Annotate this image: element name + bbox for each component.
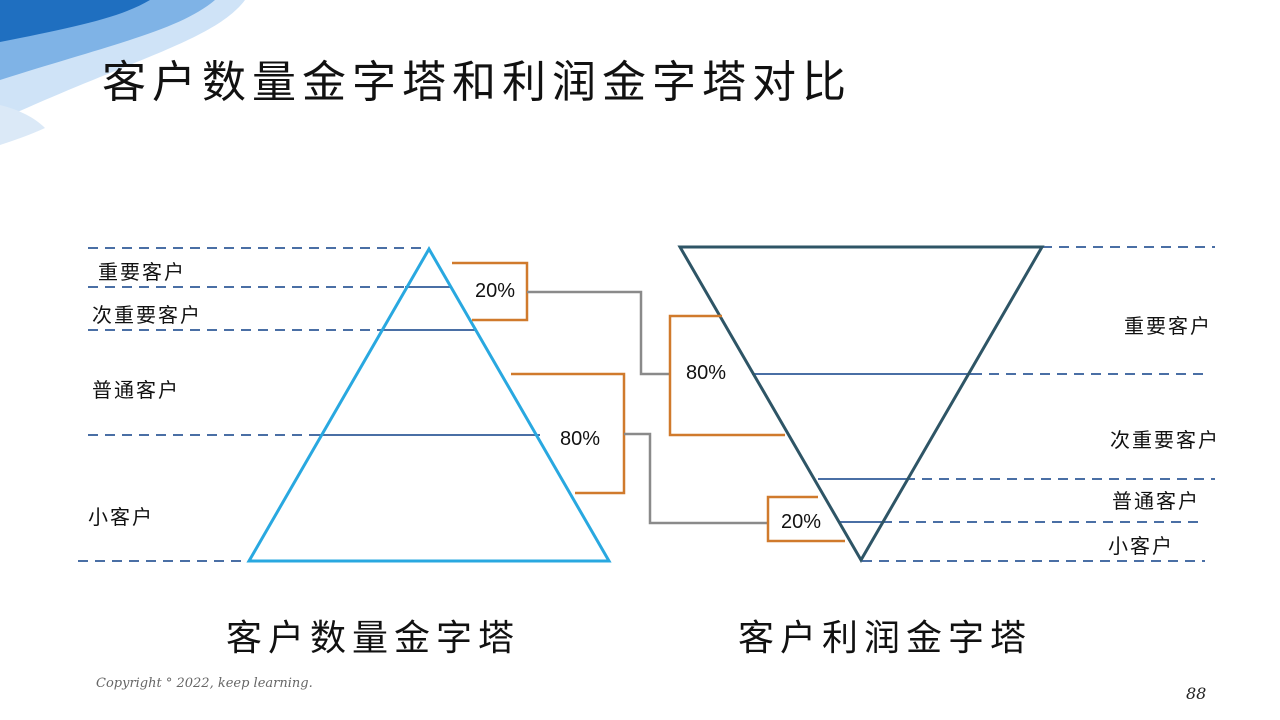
left-tier-label-normal: 普通客户 xyxy=(92,378,180,402)
copyright-text: Copyright ° 2022, keep learning. xyxy=(96,676,313,691)
left-tier-label-secondary: 次重要客户 xyxy=(92,303,202,327)
left-pyramid-triangle xyxy=(246,245,612,563)
left-percent-bottom: 80% xyxy=(560,428,601,450)
right-pyramid-caption: 客户利润金字塔 xyxy=(738,618,1033,659)
right-percent-bottom: 20% xyxy=(781,511,822,533)
page-number: 88 xyxy=(1186,684,1207,703)
right-bracket-top xyxy=(668,314,785,437)
right-bracket-bottom xyxy=(766,495,845,543)
left-inner-lines xyxy=(318,286,540,436)
right-tier-label-small: 小客户 xyxy=(1108,534,1174,558)
left-pyramid-caption: 客户数量金字塔 xyxy=(226,618,521,659)
right-tier-lines xyxy=(862,246,1215,562)
connector-bottom xyxy=(624,432,768,525)
right-inner-lines xyxy=(752,373,972,523)
right-tier-label-important: 重要客户 xyxy=(1124,314,1212,338)
left-percent-top: 20% xyxy=(475,280,516,302)
left-tier-label-important: 重要客户 xyxy=(98,260,186,284)
right-percent-top: 80% xyxy=(686,362,727,384)
left-tier-label-small: 小客户 xyxy=(88,505,154,529)
right-tier-label-normal: 普通客户 xyxy=(1112,489,1200,513)
right-tier-label-secondary: 次重要客户 xyxy=(1110,428,1220,452)
left-tier-lines xyxy=(78,247,470,562)
slide-title: 客户数量金字塔和利润金字塔对比 xyxy=(102,57,852,108)
corner-decoration xyxy=(0,0,245,145)
connector-top xyxy=(527,290,670,376)
right-pyramid-triangle xyxy=(677,245,1045,563)
